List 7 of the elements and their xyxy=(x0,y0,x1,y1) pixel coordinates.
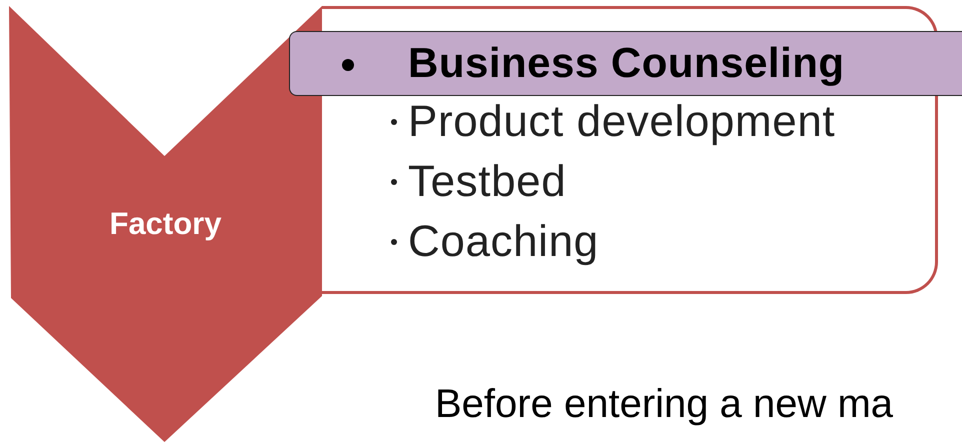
bullet-item: Product development xyxy=(408,97,836,147)
bullet-item: Coaching xyxy=(408,217,599,267)
caption-text: Before entering a new ma xyxy=(435,382,894,427)
highlight-banner xyxy=(289,31,962,96)
banner-heading: Business Counseling xyxy=(408,38,845,88)
chevron-label: Factory xyxy=(110,206,222,242)
bullet-item: Testbed xyxy=(408,157,566,207)
